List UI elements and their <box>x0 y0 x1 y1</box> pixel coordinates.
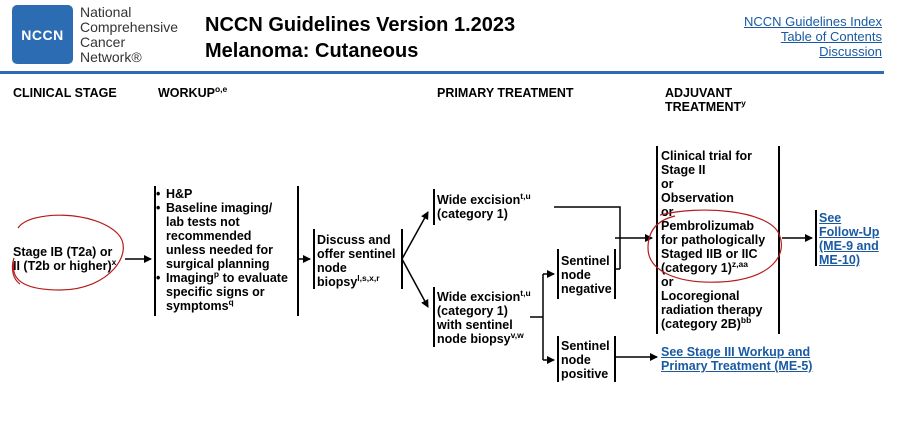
connector-wide1-to-adjuvant <box>554 206 621 238</box>
sln-negative-box: Sentinel node negative <box>561 254 612 296</box>
arrow-discuss-to-wide2 <box>401 258 429 308</box>
table-of-contents-link[interactable]: Table of Contents <box>780 29 882 44</box>
guidelines-index-link[interactable]: NCCN Guidelines Index <box>743 14 882 29</box>
page-title: NCCN Guidelines Version 1.2023 Melanoma:… <box>205 12 515 64</box>
sln-positive-bracket-right <box>614 336 616 382</box>
logo-line: National <box>80 4 132 20</box>
list-item: Baseline imaging/ lab tests not recommen… <box>156 201 288 271</box>
adjuvant-bracket-right <box>778 146 780 334</box>
sln-negative-bracket-left <box>557 249 559 299</box>
workup-bracket-left <box>154 186 156 316</box>
list-item: Imagingp to evaluate specific signs or s… <box>156 270 288 313</box>
adjuvant-options-box: Clinical trial for Stage II or Observati… <box>661 149 766 331</box>
discussion-link[interactable]: Discussion <box>819 44 882 59</box>
title-topic: Melanoma: Cutaneous <box>205 40 419 62</box>
nccn-logo: NCCN <box>12 5 73 64</box>
header-links: NCCN Guidelines Index Table of Contents … <box>744 14 882 59</box>
stage3-workup-link[interactable]: See Stage III Workup and Primary Treatme… <box>661 345 813 373</box>
wide1-bracket <box>433 189 435 225</box>
workup-box: H&P Baseline imaging/ lab tests not reco… <box>156 187 288 313</box>
followup-link[interactable]: See Follow-Up (ME-9 and ME-10) <box>819 211 880 267</box>
logo-wordmark: National Comprehensive Cancer Network® <box>80 5 200 65</box>
workup-list: H&P Baseline imaging/ lab tests not reco… <box>156 187 288 313</box>
sln-positive-box: Sentinel node positive <box>561 339 610 381</box>
col-header-workup: WORKUPo,e <box>158 84 228 100</box>
col-header-adjuvant-treatment: ADJUVANT TREATMENTy <box>665 86 746 114</box>
col-header-primary-treatment: PRIMARY TREATMENT <box>437 86 574 100</box>
red-annotation-stage-circle <box>12 214 124 291</box>
discuss-bracket-right <box>401 229 403 289</box>
wide2-bracket <box>433 287 435 347</box>
logo-line: Comprehensive <box>80 19 179 35</box>
sln-negative-bracket-right <box>614 249 616 299</box>
wide-excision-sln-box: Wide excisiont,u (category 1) with senti… <box>437 288 531 346</box>
logo-line: Cancer <box>80 34 126 50</box>
adjuvant-bracket-left <box>656 146 658 334</box>
logo-line: Network® <box>80 49 142 65</box>
red-annotation-pembrolizumab-circle <box>647 209 782 283</box>
stage-box: Stage IB (T2a) or II (T2b or higher)x <box>13 245 117 273</box>
list-item: H&P <box>156 187 288 201</box>
discuss-bracket-left <box>313 229 315 289</box>
discuss-box: Discuss and offer sentinel node biopsyl,… <box>317 233 396 289</box>
sln-positive-bracket-left <box>557 336 559 382</box>
followup-bracket <box>815 210 817 266</box>
arrow-discuss-to-wide1 <box>401 211 429 260</box>
title-version: NCCN Guidelines Version 1.2023 <box>205 14 516 36</box>
wide-excision-box: Wide excisiont,u (category 1) <box>437 191 531 221</box>
logo-acronym: NCCN <box>21 26 64 43</box>
col-header-clinical-stage: CLINICAL STAGE <box>13 86 117 100</box>
red-annotation-stage-tail <box>11 257 21 285</box>
workup-bracket-right <box>297 186 299 316</box>
header-rule <box>0 71 884 74</box>
